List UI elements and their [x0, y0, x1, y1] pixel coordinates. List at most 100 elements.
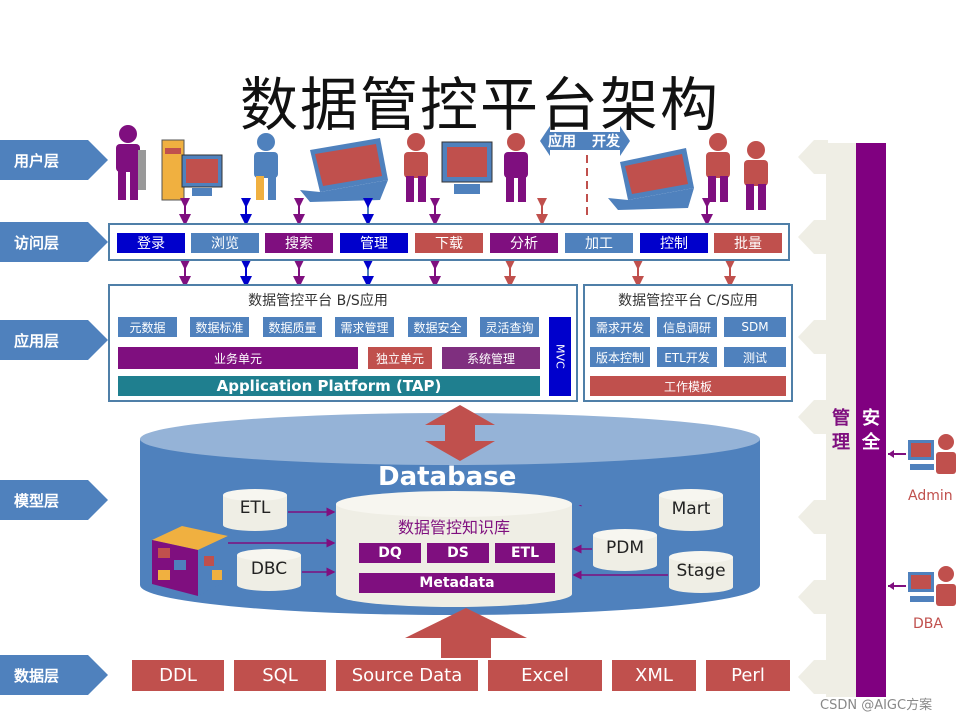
app-label: 应用: [548, 134, 576, 150]
data-source[interactable]: Source Data: [336, 660, 478, 691]
cube-icon: [152, 526, 228, 596]
business-unit[interactable]: 业务单元: [118, 347, 358, 369]
pdm-label: PDM: [605, 538, 644, 558]
tap-platform[interactable]: Application Platform (TAP): [118, 376, 540, 396]
layer-arrow-icon: [0, 655, 108, 695]
layer-label: 访问层: [14, 234, 60, 252]
layer-arrow-icon: [0, 140, 108, 180]
cs-module[interactable]: 测试: [724, 347, 786, 367]
management-char: 管: [832, 408, 850, 429]
app-dev-arrow-icon: [540, 126, 630, 156]
dev-label: 开发: [592, 134, 620, 150]
layer-user: 用户层: [0, 140, 108, 180]
bs-module[interactable]: 需求管理: [335, 317, 394, 337]
stage-label: Stage: [676, 561, 726, 581]
layer-label: 数据层: [14, 667, 60, 685]
layer-data: 数据层: [0, 655, 108, 695]
mvc-box[interactable]: MVC: [549, 317, 571, 396]
work-template[interactable]: 工作模板: [590, 376, 786, 396]
pdm-cylinder: [593, 529, 657, 571]
layer-label: 模型层: [14, 492, 60, 510]
data-up-arrow-icon: [405, 608, 527, 658]
bs-module[interactable]: 元数据: [118, 317, 177, 337]
kb-item[interactable]: ETL: [495, 543, 555, 563]
cs-module[interactable]: ETL开发: [657, 347, 717, 367]
connector-arrows: [179, 198, 736, 288]
cs-module[interactable]: 版本控制: [590, 347, 650, 367]
access-item[interactable]: 登录: [117, 233, 185, 253]
person-icon: [744, 141, 768, 210]
bs-panel-title: 数据管控平台 B/S应用: [248, 293, 388, 309]
kb-item[interactable]: DQ: [359, 543, 421, 563]
access-item-label: 下载: [435, 236, 463, 252]
data-source[interactable]: XML: [612, 660, 696, 691]
access-item[interactable]: 浏览: [191, 233, 259, 253]
person-icon: [706, 133, 730, 202]
person-icon: [116, 125, 146, 200]
access-item[interactable]: 分析: [490, 233, 558, 253]
dbc-cylinder: [237, 549, 301, 591]
data-source[interactable]: SQL: [234, 660, 326, 691]
layer-access: 访问层: [0, 222, 108, 262]
access-item[interactable]: 控制: [640, 233, 708, 253]
security-char: 全: [862, 432, 880, 453]
layer-arrow-icon: [0, 320, 108, 360]
layer-label: 用户层: [14, 152, 60, 170]
cs-panel-title: 数据管控平台 C/S应用: [618, 293, 758, 309]
etl-cylinder: [223, 489, 287, 531]
access-item-label: 批量: [734, 236, 762, 252]
dba-label: DBA: [913, 616, 943, 632]
cs-module[interactable]: 需求开发: [590, 317, 650, 337]
access-item-label: 登录: [137, 236, 165, 252]
person-icon: [504, 133, 528, 202]
knowledge-base-title: 数据管控知识库: [397, 518, 510, 537]
access-item[interactable]: 批量: [714, 233, 782, 253]
access-item[interactable]: 搜索: [265, 233, 333, 253]
bs-module[interactable]: 数据质量: [263, 317, 322, 337]
admin-label: Admin: [908, 488, 953, 504]
access-item[interactable]: 下载: [415, 233, 483, 253]
access-item-label: 管理: [360, 236, 388, 252]
watermark: CSDN @AIGC方案: [820, 698, 933, 713]
mart-label: Mart: [671, 499, 711, 519]
database-title: Database: [378, 462, 517, 492]
layer-arrow-icon: [0, 222, 108, 262]
access-item-label: 加工: [585, 236, 613, 252]
security-char: 安: [862, 408, 880, 429]
diagram-title: 数据管控平台架构: [239, 71, 720, 139]
person-icon: [254, 133, 278, 200]
security-bar: [856, 143, 886, 697]
access-item-label: 控制: [660, 236, 688, 252]
person-icon: [404, 133, 428, 202]
user-icons: [116, 125, 768, 220]
access-item[interactable]: 加工: [565, 233, 633, 253]
admin-icon: [888, 434, 956, 474]
data-source[interactable]: Excel: [488, 660, 602, 691]
dba-icon: [888, 566, 956, 606]
db-flow-arrows: [228, 505, 668, 580]
layer-model: 模型层: [0, 480, 108, 520]
access-item[interactable]: 管理: [340, 233, 408, 253]
data-source[interactable]: DDL: [132, 660, 224, 691]
management-arrows: [798, 140, 828, 694]
server-icon: [161, 139, 223, 201]
access-item-label: 浏览: [211, 236, 239, 252]
access-item-label: 分析: [510, 236, 538, 252]
layer-label: 应用层: [14, 332, 60, 350]
mvc-label: MVC: [553, 344, 567, 369]
data-source[interactable]: Perl: [706, 660, 790, 691]
system-management[interactable]: 系统管理: [442, 347, 540, 369]
metadata-box[interactable]: Metadata: [359, 573, 555, 593]
etl-label: ETL: [239, 498, 271, 518]
monitor-icon: [441, 141, 493, 194]
app-db-arrow-icon: [425, 405, 495, 461]
kb-item[interactable]: DS: [427, 543, 489, 563]
independent-unit[interactable]: 独立单元: [368, 347, 432, 369]
cs-module[interactable]: 信息调研: [657, 317, 717, 337]
bs-module[interactable]: 数据标准: [190, 317, 249, 337]
cs-module[interactable]: SDM: [724, 317, 786, 337]
dbc-label: DBC: [250, 559, 288, 579]
layer-arrow-icon: [0, 480, 108, 520]
bs-module[interactable]: 数据安全: [408, 317, 467, 337]
bs-module[interactable]: 灵活查询: [480, 317, 539, 337]
